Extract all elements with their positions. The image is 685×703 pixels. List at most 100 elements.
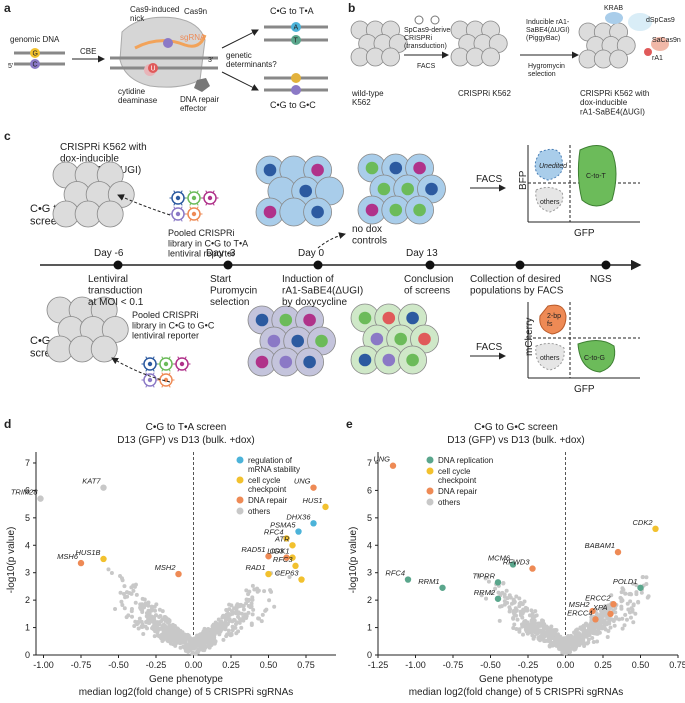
point-others bbox=[161, 630, 166, 635]
point-others bbox=[136, 626, 141, 631]
point-others bbox=[118, 590, 123, 595]
point-others bbox=[626, 607, 631, 612]
point-others bbox=[498, 604, 503, 609]
y-tick-label: 2 bbox=[25, 595, 30, 605]
legend-marker bbox=[236, 507, 244, 515]
cell-nucleus bbox=[315, 334, 328, 348]
point-others bbox=[517, 596, 522, 601]
cell-nucleus bbox=[255, 313, 269, 327]
point-others bbox=[226, 621, 231, 626]
point-others bbox=[201, 648, 206, 653]
legend-label: others bbox=[248, 507, 270, 516]
cell-nucleus bbox=[303, 355, 316, 369]
point-others bbox=[180, 638, 185, 643]
point-others bbox=[585, 630, 590, 635]
point-label: XPA bbox=[592, 603, 607, 612]
dspcas9-icon bbox=[628, 13, 652, 31]
point-others bbox=[552, 638, 557, 643]
point-others bbox=[569, 645, 574, 650]
cells-day-minus6-bottom bbox=[46, 296, 129, 363]
point-others bbox=[533, 609, 538, 614]
point-others bbox=[229, 632, 234, 637]
point-others bbox=[512, 599, 517, 604]
facs-label-b: FACS bbox=[417, 63, 436, 70]
base-t-icon bbox=[291, 35, 301, 45]
cells-day0-bottom bbox=[247, 305, 336, 377]
point-others bbox=[515, 617, 520, 622]
point-others bbox=[572, 647, 577, 652]
point-others bbox=[547, 644, 552, 649]
point-others bbox=[159, 636, 164, 641]
krab-label: KRAB bbox=[604, 5, 623, 12]
panel-label-d: d bbox=[4, 417, 11, 431]
dspcas9-label: dSpCas9 bbox=[646, 17, 675, 24]
y-tick-label: 3 bbox=[367, 568, 372, 578]
point-others bbox=[594, 611, 599, 616]
cell-nucleus bbox=[401, 182, 415, 196]
virus-icon bbox=[169, 190, 187, 206]
point-others bbox=[239, 625, 244, 630]
point-others bbox=[178, 645, 183, 650]
legend-marker bbox=[426, 487, 434, 495]
point-others bbox=[633, 611, 638, 616]
point-others bbox=[188, 645, 193, 650]
point-rfc4 bbox=[404, 576, 412, 583]
base-u-text: U bbox=[151, 66, 156, 73]
point-others bbox=[631, 603, 636, 608]
cell bbox=[96, 200, 124, 228]
point-others bbox=[625, 601, 630, 606]
point-others bbox=[119, 599, 124, 604]
point-mcm6 bbox=[509, 561, 517, 568]
point-others bbox=[512, 622, 517, 627]
point-others bbox=[556, 645, 561, 650]
point-others bbox=[577, 634, 582, 639]
cell bbox=[481, 47, 501, 67]
point-others bbox=[153, 608, 158, 613]
point-label: KAT7 bbox=[82, 477, 101, 486]
virus-icon bbox=[414, 15, 424, 25]
point-others bbox=[623, 591, 628, 596]
point-others bbox=[623, 612, 628, 617]
three-prime-label: 3' bbox=[208, 57, 213, 64]
point-others bbox=[519, 622, 524, 627]
point-others bbox=[517, 627, 522, 632]
outcome-ta-label: C•G to T•A bbox=[270, 6, 314, 16]
point-others bbox=[206, 642, 211, 647]
virus-icon bbox=[185, 206, 203, 222]
point-others bbox=[120, 578, 125, 583]
point-others bbox=[172, 623, 177, 628]
point-others bbox=[541, 619, 546, 624]
point-others bbox=[246, 610, 251, 615]
cell-nucleus bbox=[370, 332, 384, 346]
gate-bottom-y: mCherry bbox=[524, 318, 535, 356]
point-others bbox=[589, 622, 594, 627]
day-13: Day 13 bbox=[406, 248, 438, 259]
point-others bbox=[549, 624, 554, 629]
virus-icon bbox=[141, 372, 159, 388]
point-others bbox=[559, 646, 564, 651]
point-others bbox=[507, 593, 512, 598]
point-others bbox=[599, 619, 604, 624]
nick-base-icon bbox=[163, 38, 173, 48]
point-others bbox=[509, 601, 514, 606]
point-others bbox=[595, 629, 600, 634]
gate-top-q1: Unedited bbox=[539, 163, 568, 170]
point-others bbox=[156, 627, 161, 632]
point-others bbox=[268, 588, 273, 593]
point-others bbox=[194, 635, 199, 640]
point-others bbox=[511, 609, 516, 614]
point-others bbox=[251, 607, 256, 612]
point-others bbox=[524, 620, 529, 625]
point-others bbox=[493, 586, 498, 591]
y-tick-label: 7 bbox=[25, 458, 30, 468]
point-label: UNG bbox=[373, 455, 390, 464]
point-others bbox=[586, 637, 591, 642]
virus-icon bbox=[201, 190, 219, 206]
point-others bbox=[212, 635, 217, 640]
point-others bbox=[222, 613, 227, 618]
